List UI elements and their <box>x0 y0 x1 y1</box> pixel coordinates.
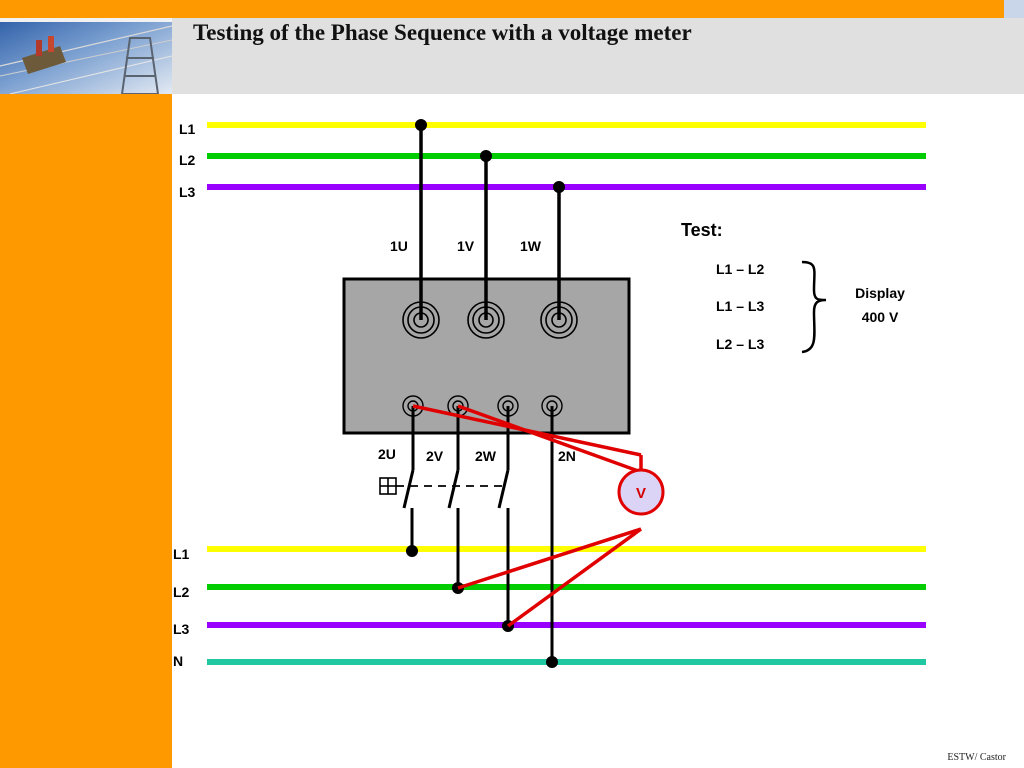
terminal-2v-label: 2V <box>426 448 444 464</box>
terminal-1v-label: 1V <box>457 238 475 254</box>
junction-top-l2 <box>480 150 492 162</box>
terminal-1w-label: 1W <box>520 238 542 254</box>
busbar-bottom-n-label: N <box>173 653 183 669</box>
busbar-bottom-l3-label: L3 <box>173 621 190 637</box>
terminal-2w-label: 2W <box>475 448 497 464</box>
switch-actuator-icon <box>379 477 397 495</box>
busbar-top-l3-label: L3 <box>179 184 196 200</box>
junction-bottom-l1 <box>406 545 418 557</box>
test-heading: Test: <box>681 220 723 240</box>
test-result-line2: 400 V <box>862 309 899 325</box>
busbar-bottom-l2-label: L2 <box>173 584 190 600</box>
voltmeter-symbol: V <box>636 485 646 502</box>
test-pair-3: L2 – L3 <box>716 336 764 352</box>
test-pair-2: L1 – L3 <box>716 298 764 314</box>
right-brace-icon <box>801 260 827 354</box>
busbar-bottom-l1-label: L1 <box>173 546 190 562</box>
busbar-top-l1-label: L1 <box>179 121 196 137</box>
footer-credit: ESTW/ Castor <box>947 752 1006 763</box>
terminal-1v <box>467 301 505 339</box>
terminal-2u-label: 2U <box>378 446 396 462</box>
header-photo-power-lines <box>0 18 172 94</box>
terminal-1w <box>540 301 578 339</box>
terminal-2n-label: 2N <box>558 448 576 464</box>
test-pair-1: L1 – L2 <box>716 261 764 277</box>
switch-blade-2u <box>402 469 415 509</box>
test-result-line1: Display <box>855 285 905 301</box>
orange-top-bar <box>52 0 1004 8</box>
meter-leads <box>412 404 643 628</box>
header-band <box>172 18 1024 94</box>
switch-blade-2w <box>497 469 510 509</box>
junction-top-l3 <box>553 181 565 193</box>
busbar-top-l2-label: L2 <box>179 152 196 168</box>
switch-blade-2v <box>447 469 460 509</box>
corner-accent <box>1004 0 1024 18</box>
junction-top-l1 <box>415 119 427 131</box>
orange-accent-strip <box>172 8 1004 18</box>
terminal-1u <box>402 301 440 339</box>
junction-bottom-n <box>546 656 558 668</box>
slide-title: Testing of the Phase Sequence with a vol… <box>193 20 692 45</box>
orange-sidebar <box>0 0 172 768</box>
terminal-1u-label: 1U <box>390 238 408 254</box>
voltmeter <box>617 468 665 516</box>
